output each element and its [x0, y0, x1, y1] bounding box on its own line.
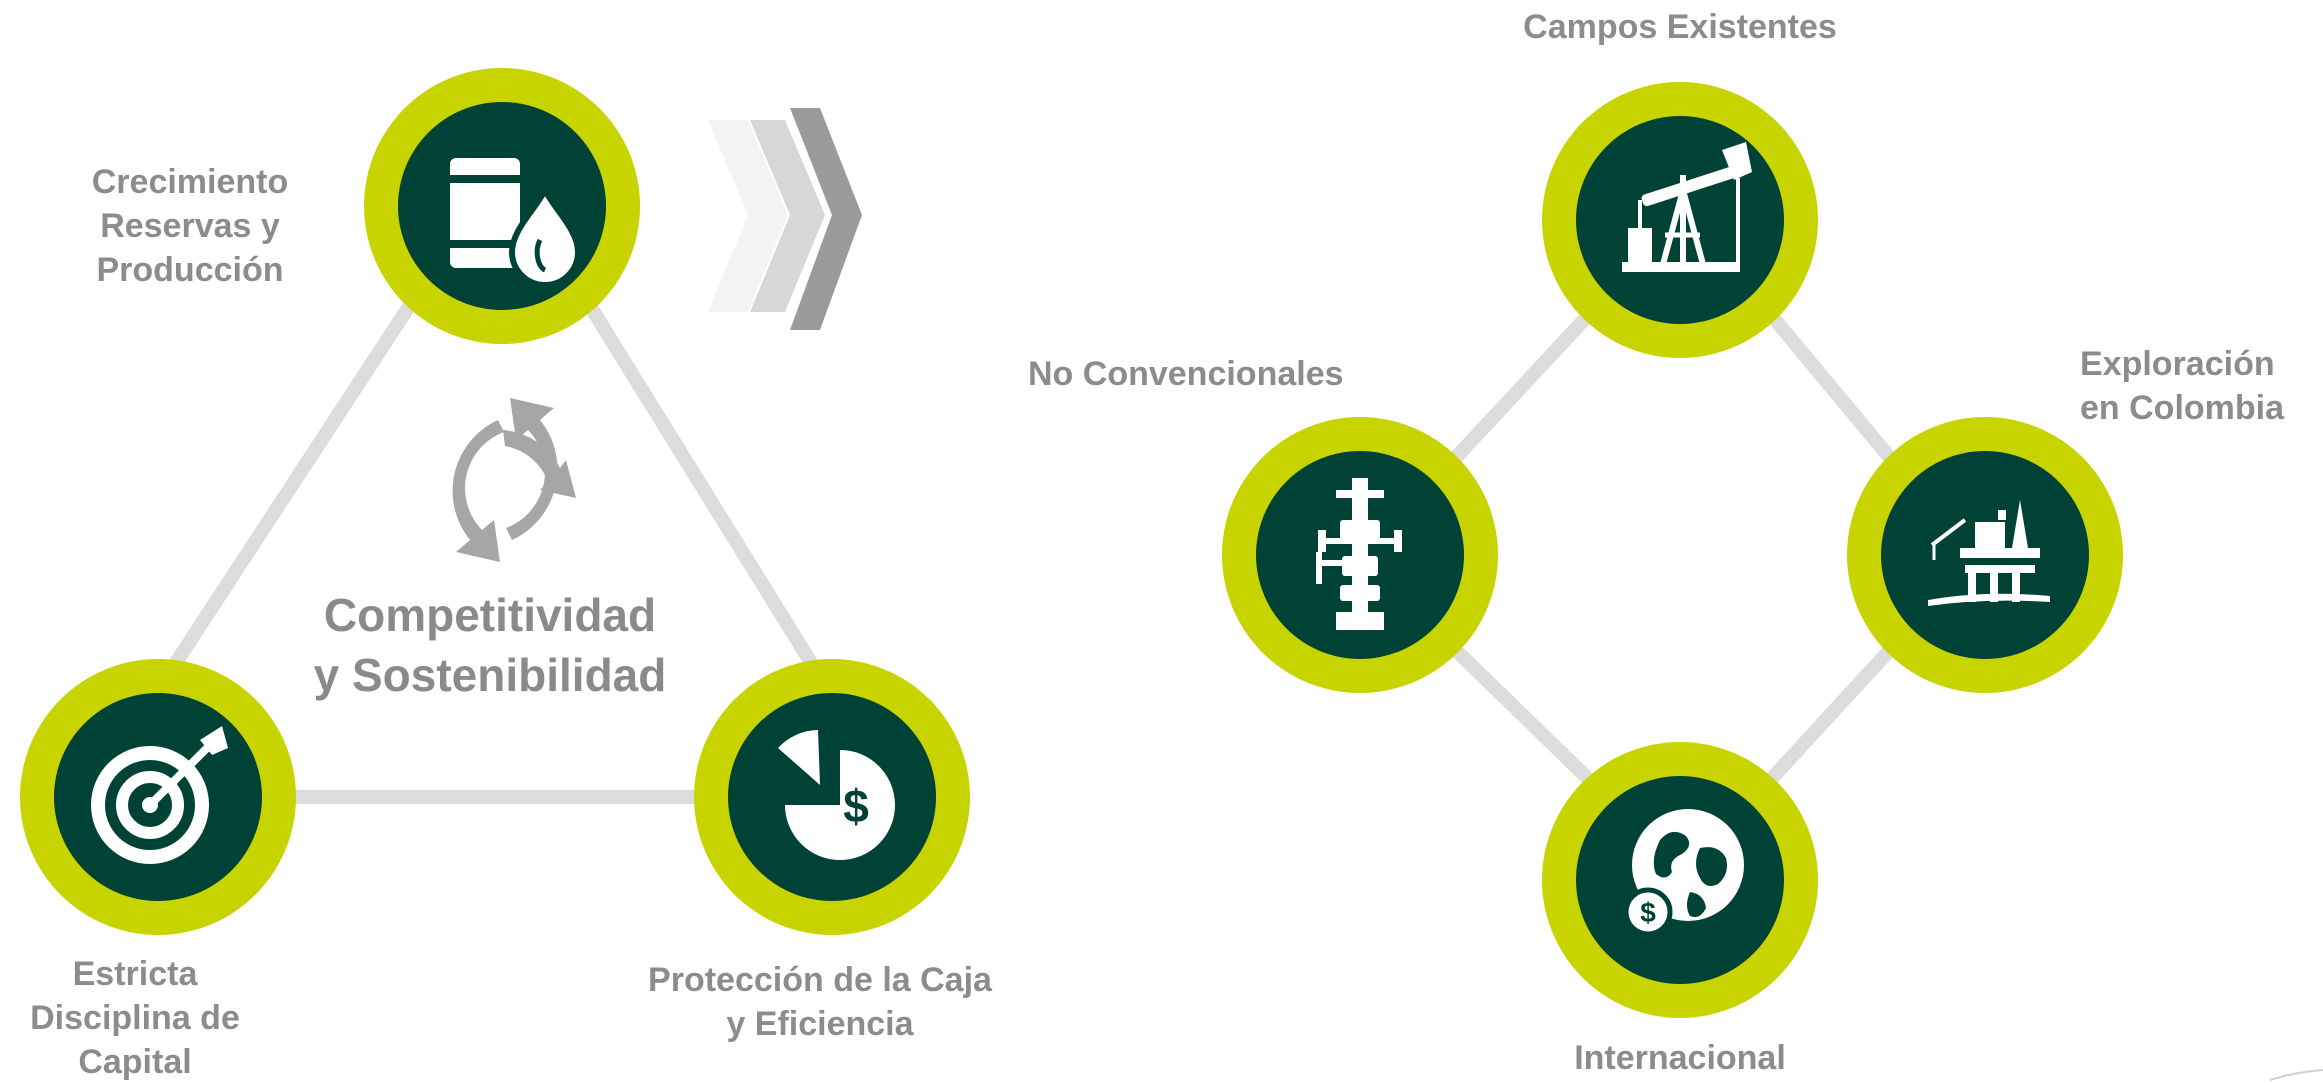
label-proteccion: Protección de la Caja y Eficiencia [620, 958, 1020, 1046]
label-line: Capital [78, 1043, 192, 1081]
connector-top-to-bottom-right [570, 278, 835, 697]
label-line: y Eficiencia [726, 1005, 914, 1043]
label-exploracion: Exploración en Colombia [2080, 342, 2300, 430]
center-title: Competitividad y Sostenibilidad [290, 585, 690, 705]
center-title-line: Competitividad [323, 589, 657, 641]
cycle-arrows-icon [452, 398, 576, 562]
node-internacional: $ [1542, 742, 1818, 1018]
svg-text:$: $ [843, 780, 869, 832]
label-line: Producción [96, 251, 284, 289]
label-no-convencionales: No Convencionales [1028, 352, 1388, 396]
connector-top-to-bottom-left [151, 275, 432, 697]
node-campos-existentes [1542, 82, 1818, 358]
node-proteccion: $ [694, 659, 970, 935]
label-campos-existentes: Campos Existentes [1480, 5, 1880, 49]
label-line: en Colombia [2080, 389, 2285, 427]
label-line: Campos Existentes [1523, 8, 1837, 46]
offshore-platform-icon [1928, 500, 2050, 606]
label-disciplina: Estricta Disciplina de Capital [20, 952, 250, 1084]
label-line: Internacional [1574, 1039, 1786, 1077]
label-line: No Convencionales [1028, 355, 1344, 393]
connector-top-to-right [1745, 285, 1917, 489]
globe-dollar-icon: $ [1623, 809, 1744, 937]
connector-top-to-left [1426, 285, 1617, 489]
node-crecimiento [364, 68, 640, 344]
right-connectors [1426, 285, 1917, 807]
node-no-convencionales [1222, 417, 1498, 693]
oil-barrel-drop-icon [446, 158, 582, 288]
left-connectors [151, 275, 835, 804]
target-arrow-icon [91, 726, 228, 864]
center-title-line: y Sostenibilidad [313, 649, 667, 701]
label-line: Protección de la Caja [648, 961, 992, 999]
label-line: Exploración [2080, 345, 2275, 383]
label-line: Disciplina de [30, 999, 240, 1037]
connector-right-to-bottom [1745, 621, 1917, 807]
label-line: Crecimiento [91, 163, 289, 201]
node-disciplina [20, 659, 296, 935]
pie-chart-dollar-icon: $ [778, 730, 895, 860]
label-internacional: Internacional [1530, 1036, 1830, 1080]
node-exploracion [1847, 417, 2123, 693]
pumpjack-icon [1622, 142, 1752, 272]
label-crecimiento: Crecimiento Reservas y Producción [60, 160, 320, 292]
triple-chevron-right-icon [708, 108, 862, 330]
corner-watermark [2269, 1069, 2323, 1081]
svg-text:$: $ [1640, 897, 1656, 928]
connector-left-to-bottom [1426, 621, 1617, 807]
label-line: Estricta [72, 955, 198, 993]
wellhead-icon [1316, 478, 1402, 630]
label-line: Reservas y [100, 207, 280, 245]
